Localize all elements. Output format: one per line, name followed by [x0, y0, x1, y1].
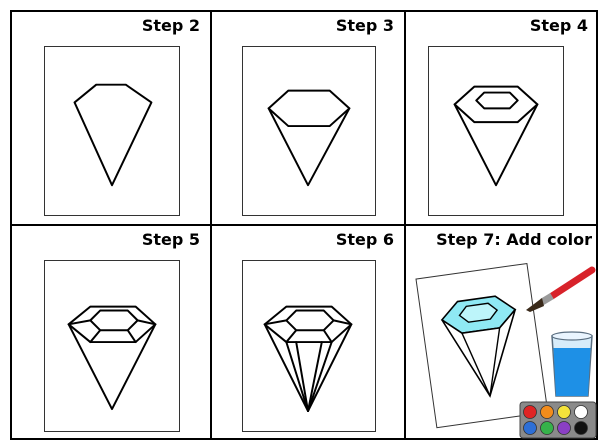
diamond-drawing-icon: [243, 261, 375, 431]
diamond-drawing-icon: [429, 47, 563, 215]
step-6-paper: [242, 260, 376, 432]
step-7-illustration: [406, 226, 598, 440]
step-3-panel: Step 3: [212, 12, 404, 224]
step-4-paper: [428, 46, 564, 216]
diamond-drawing-icon: [45, 261, 179, 431]
water-cup-icon: [552, 332, 592, 396]
step-2-paper: [44, 46, 180, 216]
paint-palette-icon: [520, 402, 596, 438]
diamond-drawing-icon: [243, 47, 375, 215]
step-5-paper: [44, 260, 180, 432]
step-4-label: Step 4: [530, 16, 588, 35]
step-3-paper: [242, 46, 376, 216]
step-5-panel: Step 5: [12, 226, 210, 440]
step-5-label: Step 5: [142, 230, 200, 249]
paintbrush-icon: [526, 270, 592, 312]
step-6-panel: Step 6: [212, 226, 404, 440]
step-2-label: Step 2: [142, 16, 200, 35]
step-4-panel: Step 4: [406, 12, 598, 224]
steps-grid: Step 2 Step 3 Step 4 Step 5: [10, 10, 598, 440]
step-7-panel: Step 7: Add color: [406, 226, 598, 440]
step-2-panel: Step 2: [12, 12, 210, 224]
diamond-drawing-icon: [45, 47, 179, 215]
step-3-label: Step 3: [336, 16, 394, 35]
step-6-label: Step 6: [336, 230, 394, 249]
